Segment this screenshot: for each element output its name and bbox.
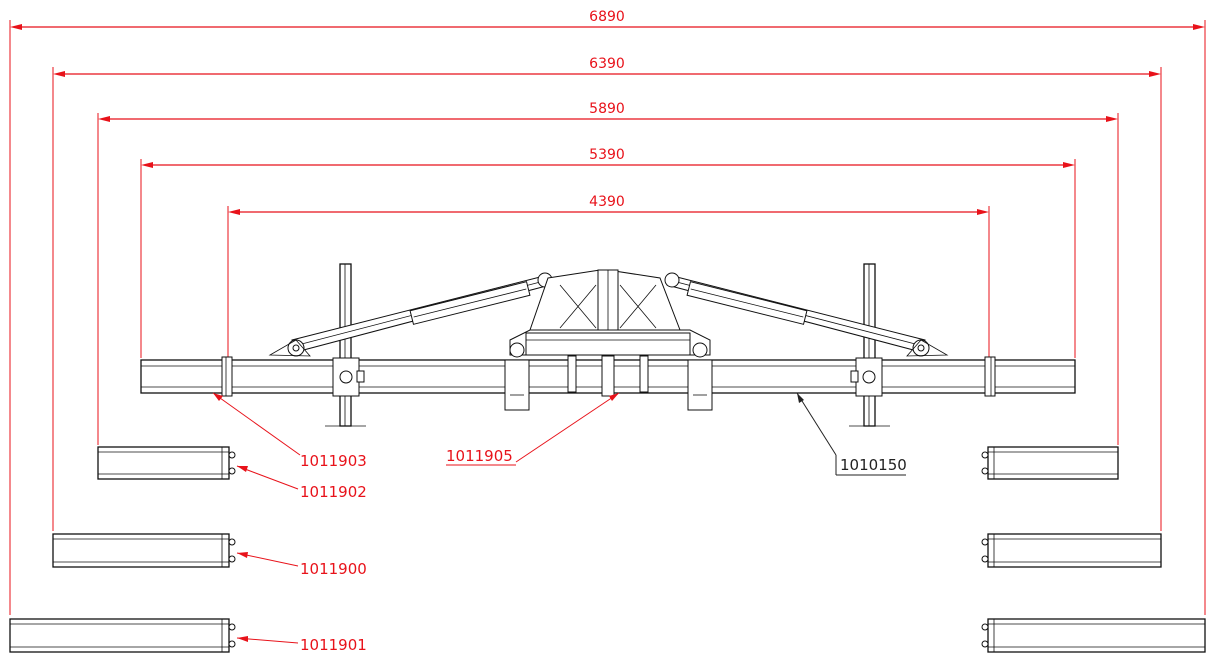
extension-bar-left-1011902 — [97, 446, 236, 480]
left-extension-joint — [221, 356, 233, 397]
right-extension-joint — [984, 356, 996, 397]
main-frame-assembly — [140, 263, 1076, 427]
extension-bar-left-1011900 — [52, 533, 236, 568]
callout-1011901: 1011901 — [236, 636, 367, 654]
dimension-6890: 6890 — [9, 9, 1206, 615]
central-hitch-frame — [504, 269, 713, 411]
dimension-4390: 4390 — [227, 194, 990, 358]
callout-1011905-label: 1011905 — [446, 447, 513, 465]
dimension-4390-label: 4390 — [589, 194, 625, 210]
callout-1011905: 1011905 — [446, 392, 620, 466]
dimension-5390-label: 5390 — [589, 147, 625, 163]
callout-1010150: 1010150 — [796, 392, 907, 476]
callout-1011903-label: 1011903 — [300, 452, 367, 470]
extension-bar-right-1011902 — [981, 446, 1119, 480]
dimension-5890-label: 5890 — [589, 101, 625, 117]
right-hydraulic-cylinder — [664, 272, 949, 357]
dimension-6390-label: 6390 — [589, 56, 625, 72]
left-post — [339, 263, 352, 427]
dimension-6390: 6390 — [52, 56, 1162, 531]
dimension-5390: 5390 — [140, 147, 1076, 358]
right-post — [863, 263, 876, 427]
dimension-6890-label: 6890 — [589, 9, 625, 25]
extension-bar-right-1011900 — [981, 533, 1162, 568]
extension-bar-left-1011901 — [9, 618, 236, 653]
callout-1010150-label: 1010150 — [840, 456, 907, 474]
extension-bar-right-1011901 — [981, 618, 1206, 653]
callout-1011902: 1011902 — [236, 465, 367, 501]
callout-1011903: 1011903 — [212, 392, 367, 470]
callout-1011900: 1011900 — [236, 552, 367, 578]
callout-1011902-label: 1011902 — [300, 483, 367, 501]
callout-1011900-label: 1011900 — [300, 560, 367, 578]
callout-1011901-label: 1011901 — [300, 636, 367, 654]
dimension-5890: 5890 — [97, 101, 1119, 445]
